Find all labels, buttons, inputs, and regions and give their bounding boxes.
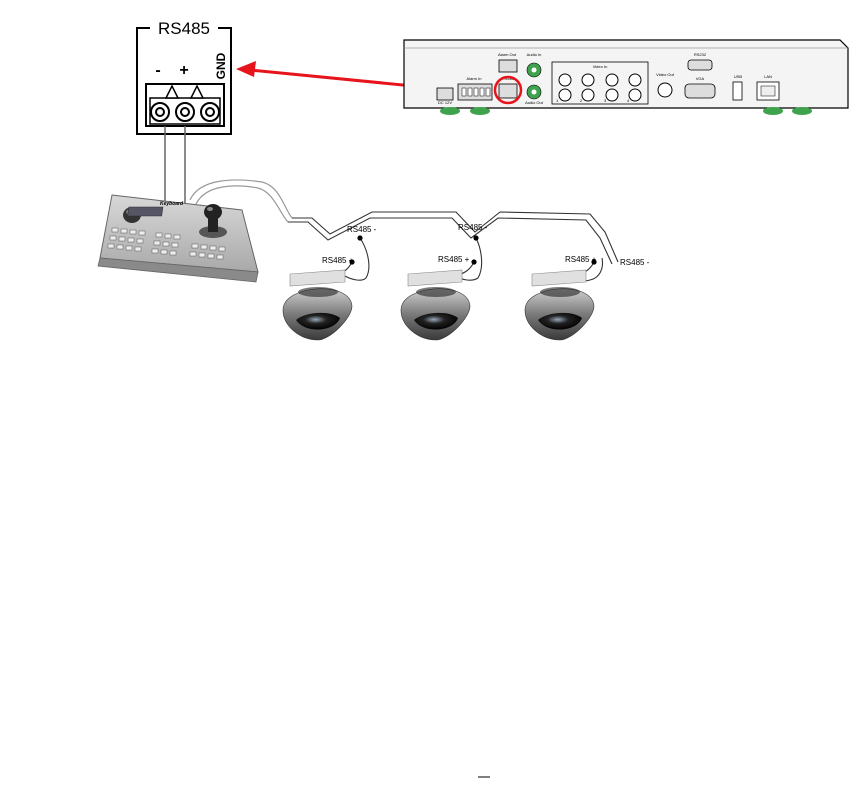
dome-camera-2: [400, 269, 471, 341]
svg-text:1: 1: [556, 98, 559, 103]
keyboard-brand: Keyboard: [160, 201, 184, 207]
pin-label-gnd: GND: [214, 52, 228, 79]
svg-text:Video Out: Video Out: [656, 72, 675, 77]
pin-label-minus: -: [155, 62, 160, 79]
svg-text:Video In: Video In: [593, 64, 608, 69]
svg-text:RS232: RS232: [694, 52, 707, 57]
svg-text:RS485: RS485: [502, 76, 515, 81]
rs485-connector: RS485 - + GND: [136, 18, 232, 205]
svg-text:Audio In: Audio In: [527, 52, 542, 57]
dvr-rear-panel: DC 12V Alarm In Alarm Out RS485 Audio In…: [403, 39, 849, 115]
dome-camera-1: [282, 269, 353, 341]
label-rs485-minus: RS485 -: [458, 223, 488, 232]
label-rs485-minus: RS485 -: [620, 258, 650, 267]
svg-text:DC 12V: DC 12V: [438, 100, 452, 105]
terminal-screw-icon: [175, 102, 195, 122]
label-rs485-plus: RS485 +: [565, 255, 597, 264]
ptz-control-keyboard: Keyboard: [97, 194, 259, 283]
svg-text:LAN: LAN: [764, 74, 772, 79]
dome-camera-3: [524, 269, 595, 341]
svg-text:Alarm In: Alarm In: [467, 76, 482, 81]
terminal-screw-icon: [200, 102, 220, 122]
svg-text:3: 3: [604, 98, 607, 103]
connector-title: RS485: [158, 19, 210, 38]
label-rs485-minus: RS485 -: [347, 225, 377, 234]
pin-label-plus: +: [179, 62, 188, 79]
svg-text:VGA: VGA: [696, 76, 705, 81]
label-rs485-plus: RS485 +: [438, 255, 470, 264]
svg-text:Alarm Out: Alarm Out: [498, 52, 517, 57]
joystick-icon: [199, 204, 227, 238]
label-rs485-plus: RS485 +: [322, 256, 354, 265]
svg-text:USB: USB: [734, 74, 743, 79]
rs485-port-highlight: [493, 75, 523, 105]
svg-text:4: 4: [627, 98, 630, 103]
svg-text:2: 2: [580, 98, 583, 103]
terminal-screw-icon: [150, 102, 170, 122]
svg-text:Audio Out: Audio Out: [525, 100, 544, 105]
